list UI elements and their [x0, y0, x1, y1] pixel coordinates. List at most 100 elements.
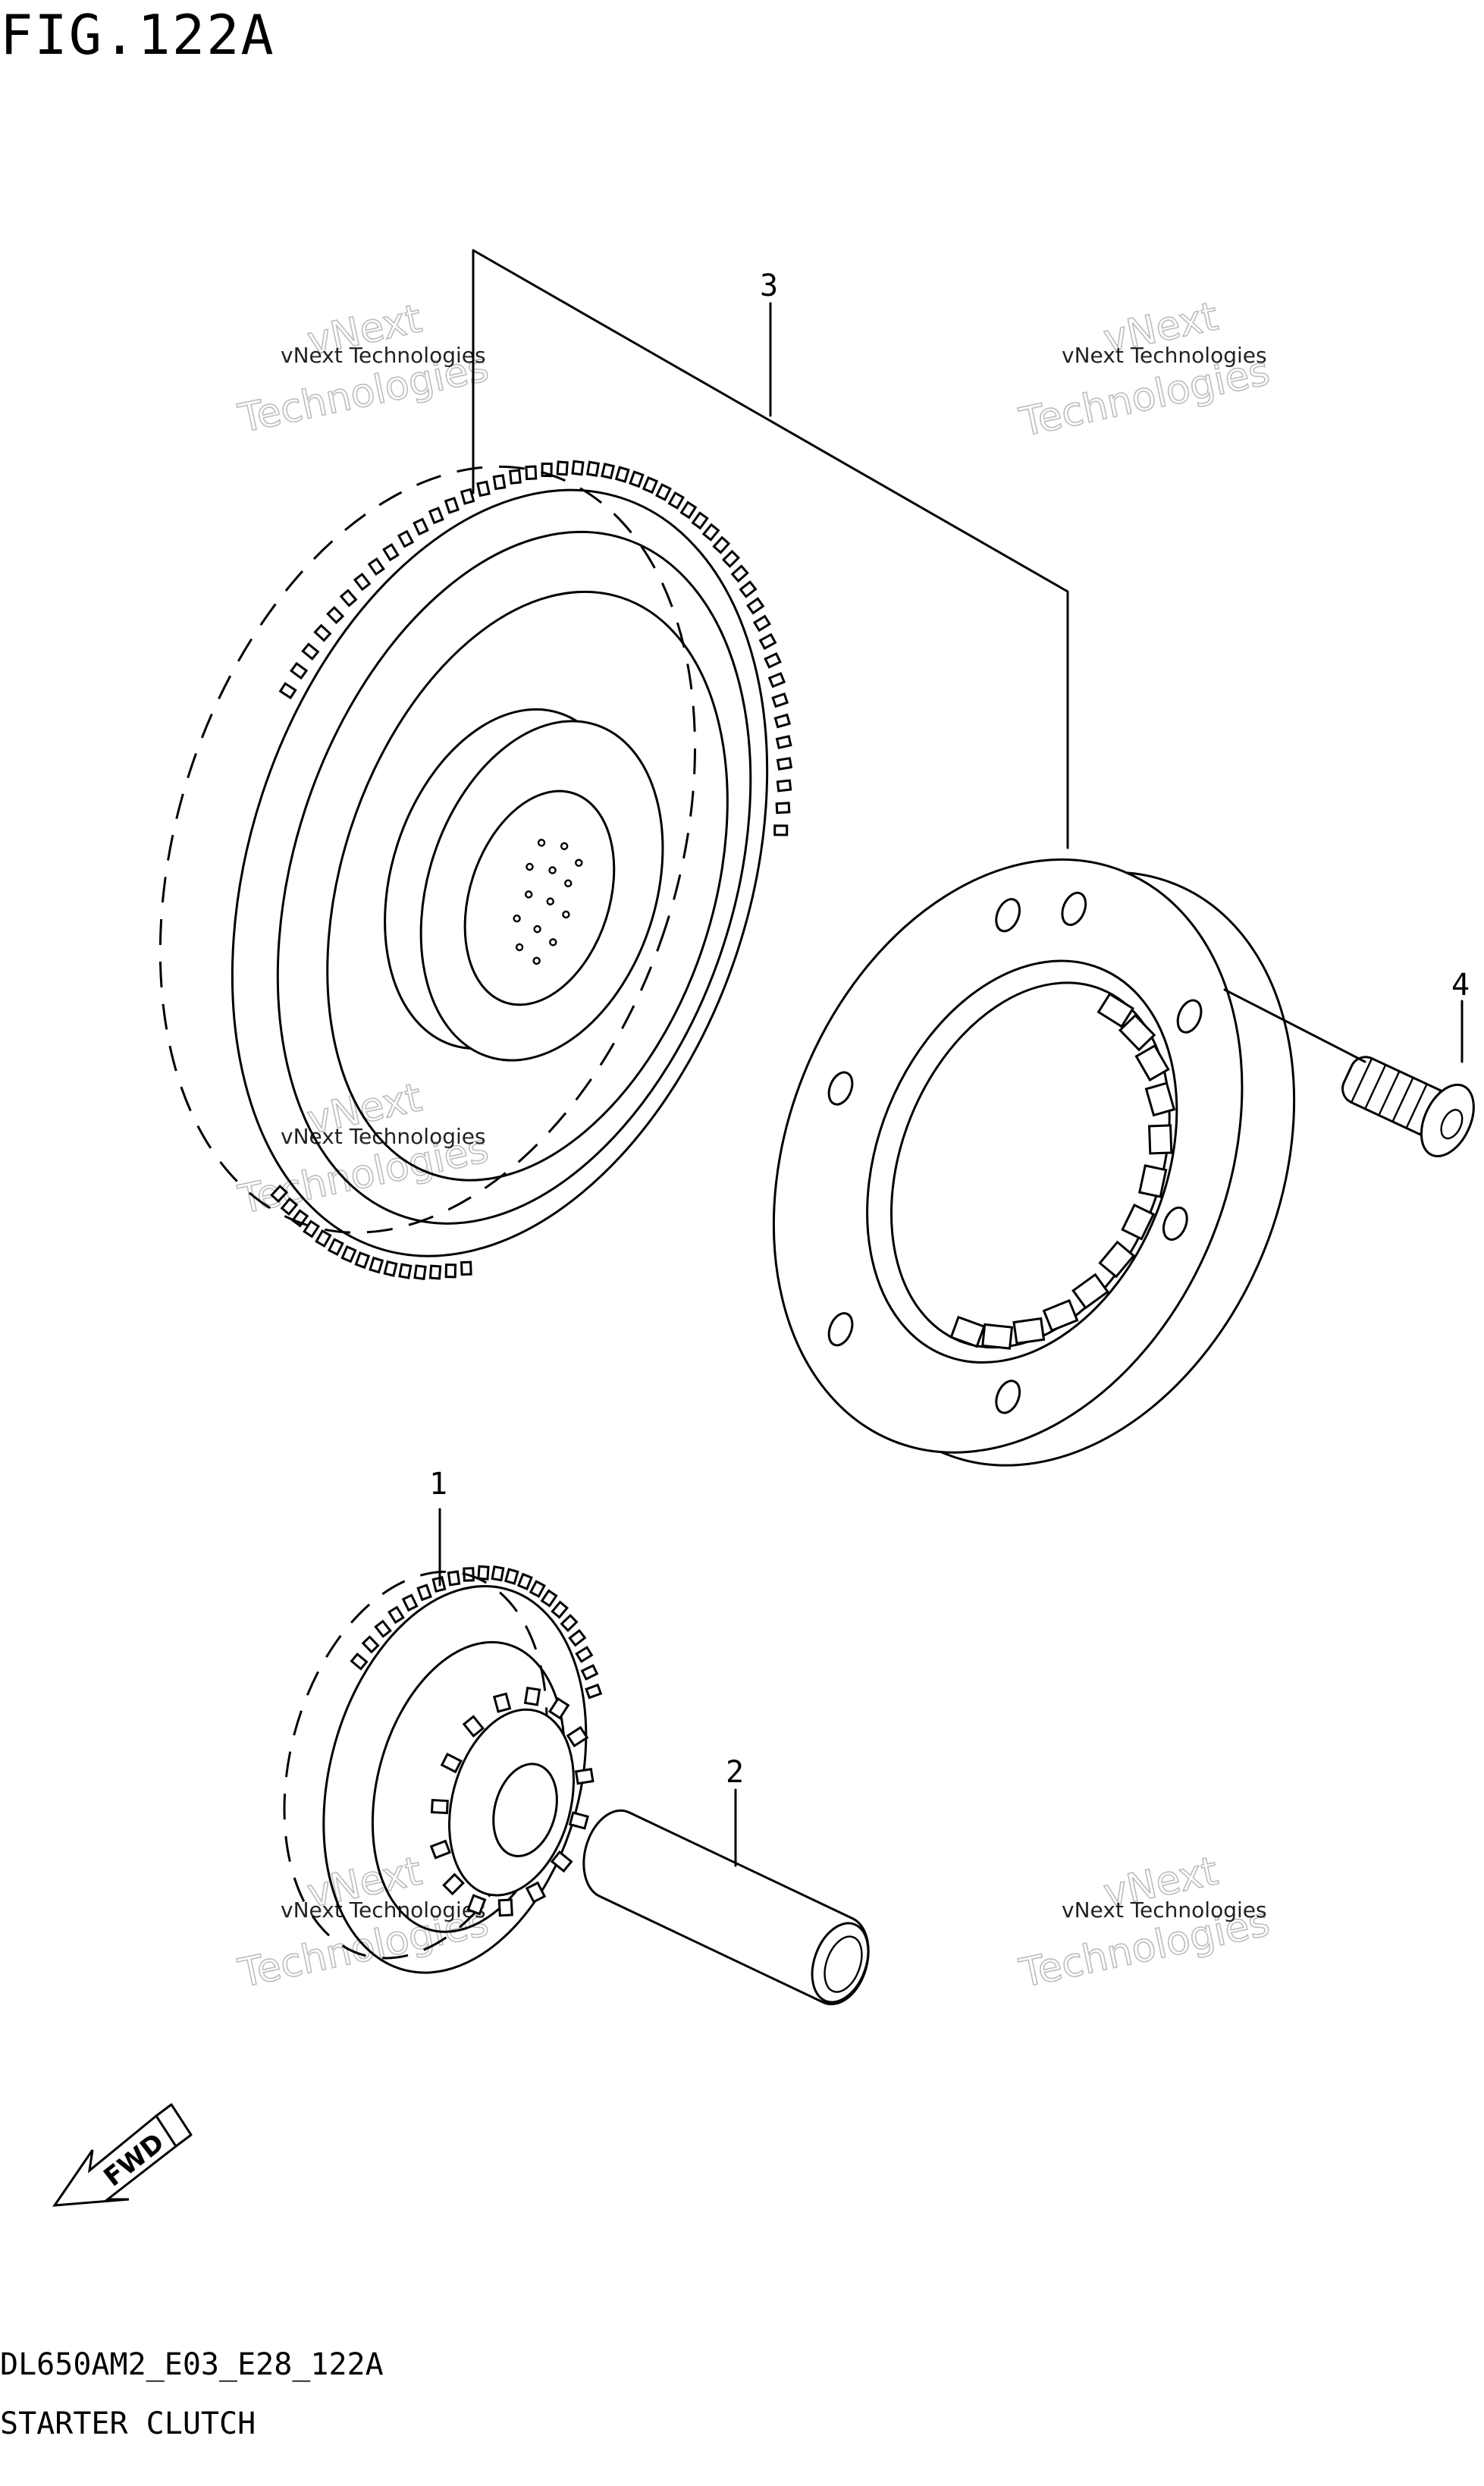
fwd-arrow-depth — [155, 2103, 193, 2148]
starter-driven-gear — [158, 460, 793, 1281]
bolt-hole — [1162, 1206, 1188, 1241]
watermark-bottom-left: Technologies vNext vNext Technologies — [234, 1848, 493, 1998]
gear-tooth — [326, 605, 345, 625]
gear-tooth — [460, 1260, 472, 1276]
gear-inner-rim — [276, 530, 752, 1225]
gear-tooth — [447, 1570, 461, 1587]
watermark-bottom-right: Technologies vNext vNext Technologies — [1015, 1848, 1274, 1998]
pinion-tooth — [492, 1692, 512, 1713]
gear-tooth — [642, 476, 659, 494]
watermark-small-text: vNext Technologies — [1062, 343, 1267, 368]
gear-tooth — [667, 491, 685, 510]
gear-tooth — [580, 1664, 599, 1681]
gear-tooth — [354, 1251, 371, 1270]
pinion-bore — [492, 1762, 558, 1857]
leader-3-bracket — [472, 249, 1069, 849]
gear-tooth — [369, 1256, 384, 1274]
knurl-dot — [562, 910, 570, 919]
gear-tooth — [460, 488, 475, 505]
watermark-small-text: vNext Technologies — [281, 1897, 486, 1923]
gear-hub-bore — [463, 789, 616, 1006]
watermark-small-text: vNext Technologies — [281, 1124, 486, 1149]
watermark-mid-left: Technologies vNext vNext Technologies — [234, 1075, 493, 1224]
gear-tooth — [303, 1219, 321, 1238]
gear-tooth — [739, 580, 758, 598]
callout-1: 1 — [429, 1467, 447, 1502]
watermark-top-left: Technologies vNext vNext Technologies — [234, 296, 493, 443]
gear-tooth — [629, 470, 645, 488]
gear-tooth — [416, 1584, 432, 1602]
gear-tooth — [476, 480, 491, 498]
gear-tooth — [444, 496, 460, 514]
knurl-dot — [537, 839, 546, 847]
gear-tooth — [516, 1572, 533, 1591]
watermark-small-text: vNext Technologies — [1062, 1897, 1267, 1923]
model-code: DL650AM2_E03_E28_122A — [0, 2347, 384, 2382]
bolt — [1341, 1056, 1475, 1158]
sprag-segment — [1098, 1240, 1136, 1279]
pinion-tooth — [430, 1798, 449, 1815]
fwd-arrow-shape — [52, 2114, 178, 2207]
gear-tooth — [691, 511, 709, 530]
knurl-dot — [515, 943, 524, 952]
sprag-segment — [1042, 1298, 1079, 1332]
sprag-segment — [1147, 1124, 1173, 1155]
sprag-segment — [1121, 1203, 1156, 1241]
gear-tooth — [775, 735, 792, 749]
gear-teeth — [350, 1565, 603, 1700]
bolt-hole — [1176, 999, 1203, 1034]
sprag-segment — [1097, 992, 1135, 1028]
gear-teeth — [270, 460, 793, 1281]
pinion-tooth — [525, 1881, 547, 1904]
gear-back-edge — [158, 465, 697, 1234]
pinion-tooth — [547, 1697, 570, 1720]
gear-tooth — [387, 1606, 405, 1624]
bolt-hole — [827, 1071, 854, 1106]
knurl-dot — [513, 914, 521, 923]
pinion-tooth — [462, 1715, 485, 1738]
bolt-hole — [1061, 891, 1087, 926]
gear-tooth — [775, 802, 791, 815]
gear-tooth — [712, 535, 731, 554]
callout-2: 2 — [726, 1755, 744, 1790]
gear-tooth — [721, 549, 741, 568]
fwd-arrow-badge: FWD — [52, 2103, 193, 2207]
pinion-teeth — [429, 1686, 595, 1917]
gear-web-ring — [326, 590, 729, 1182]
gear-tooth — [383, 1260, 398, 1277]
knurl-dot — [548, 866, 557, 874]
sprag-segment — [1118, 1013, 1156, 1052]
shaft-end-chamfer — [824, 1935, 863, 1993]
gear-tooth — [773, 824, 789, 837]
knurl-dot — [564, 879, 573, 887]
gear-tooth — [767, 672, 786, 689]
gear-tooth — [367, 557, 385, 576]
gear-tooth — [413, 517, 429, 536]
gear-tooth — [585, 1683, 603, 1700]
gear-tooth — [504, 1568, 519, 1585]
pinion-face — [448, 1708, 576, 1897]
housing-inner-bore — [866, 959, 1178, 1364]
gear-tooth — [568, 1628, 587, 1647]
gear-tooth — [529, 1580, 546, 1598]
gear-tooth — [397, 529, 415, 548]
gear-tooth — [773, 713, 791, 729]
knurl-dot — [526, 862, 534, 871]
gear-tooth — [315, 1229, 332, 1248]
gear-tooth — [701, 523, 720, 541]
pinion-tooth — [497, 1898, 513, 1917]
starter-clutch-housing — [772, 858, 1296, 1467]
gear-outer-face — [231, 488, 769, 1257]
knurl-dot — [524, 890, 533, 899]
bolt-thread — [1351, 1059, 1442, 1135]
watermark-small-text: vNext Technologies — [281, 343, 486, 368]
gear-tooth — [491, 1565, 505, 1582]
gear-tooth — [444, 1263, 457, 1279]
bolt-head — [1420, 1083, 1475, 1158]
gear-tooth — [492, 474, 507, 491]
gear-tooth — [679, 501, 698, 519]
gear-tooth — [571, 460, 585, 476]
pinion-tooth — [466, 1894, 487, 1916]
pinion-tooth — [429, 1839, 452, 1860]
